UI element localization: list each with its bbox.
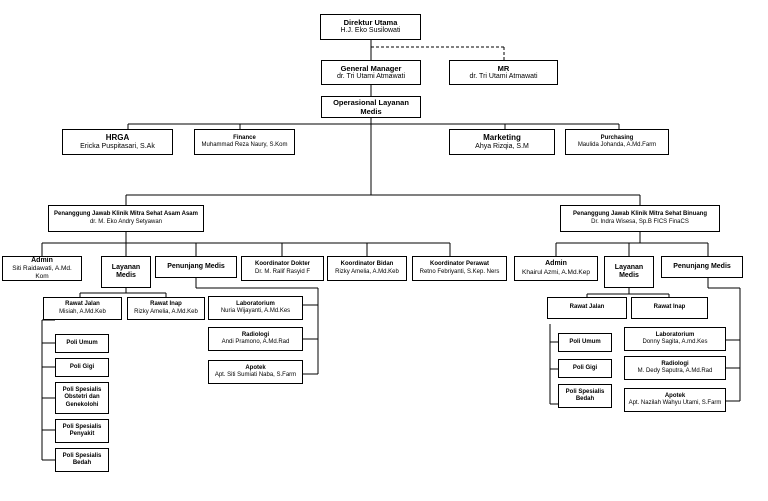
right-apotek-title: Apotek — [664, 392, 686, 399]
finance-name: Muhammad Reza Naury, S.Kom — [201, 142, 288, 148]
hrga-box: HRGA Ericka Puspitasari, S.Ak — [62, 129, 173, 155]
gm-title: General Manager — [340, 63, 402, 73]
koor-dokter-name: Dr. M. Ralif Rasyid F — [254, 268, 310, 275]
right-layanan-medis-box: Layanan Medis — [604, 256, 654, 288]
purchasing-title: Purchasing — [600, 134, 634, 141]
right-admin-box: Admin Khairul Azmi, A.Md.Kep — [514, 256, 598, 281]
operasional-box: Operasional Layanan Medis — [321, 96, 421, 118]
right-poli-bedah: Poli Spesialis Bedah — [565, 388, 605, 402]
right-poli-bedah-box: Poli Spesialis Bedah — [558, 384, 612, 408]
right-apotek-box: Apotek Apt. Nazilah Wahyu Utami, S.Farm — [624, 388, 726, 412]
purchasing-name: Maulida Johanda, A.Md.Farm — [577, 142, 657, 148]
left-radiologi-box: Radiologi Andi Pramono, A.Md.Rad — [208, 327, 303, 351]
koordinator-perawat-box: Koordinator Perawat Retno Febriyanti, S.… — [412, 256, 507, 281]
finance-title: Finance — [233, 134, 256, 141]
mr-title: MR — [497, 63, 510, 73]
right-radiologi-name: M. Dedy Saputra, A.Md.Rad — [637, 368, 713, 374]
left-admin-title: Admin — [31, 256, 53, 264]
operasional-title: Operasional Layanan Medis — [333, 98, 409, 116]
general-manager-box: General Manager dr. Tri Utami Atmawati — [321, 60, 421, 85]
right-apotek-name: Apt. Nazilah Wahyu Utami, S.Farm — [628, 400, 722, 406]
left-apotek-name: Apt. Siti Sumiati Naba, S.Farm — [214, 372, 297, 378]
right-rawat-jalan-title: Rawat Jalan — [569, 304, 605, 311]
right-poli-gigi-box: Poli Gigi — [558, 359, 612, 378]
left-poli-obsgyn: Poli Spesialis Obstetri dan Genekolohi — [62, 387, 102, 408]
right-lab-title: Laboratorium — [655, 331, 695, 338]
left-penunjang-title: Penunjang Medis — [167, 262, 225, 270]
left-poli-bedah-box: Poli Spesialis Bedah — [55, 448, 109, 472]
right-layanan-title: Layanan Medis — [614, 263, 644, 279]
pj-asam-title: Penanggung Jawab Klinik Mitra Sehat Asam… — [54, 211, 198, 218]
koor-bidan-title: Koordinator Bidan — [340, 261, 394, 268]
left-poli-gigi-box: Poli Gigi — [55, 358, 109, 377]
marketing-name: Ahya Rizqia, S.M — [475, 142, 529, 150]
right-lab-name: Donny Sagita, A.md.Kes — [642, 339, 708, 345]
left-poli-penyakit: Poli Spesialis Penyakit — [62, 423, 102, 437]
gm-name: dr. Tri Utami Atmawati — [336, 72, 406, 80]
koor-perawat-name: Retno Febriyanti, S.Kep. Ners — [419, 268, 500, 275]
left-penunjang-medis-box: Penunjang Medis — [155, 256, 237, 278]
right-poli-gigi: Poli Gigi — [572, 364, 598, 371]
left-lab-title: Laboratorium — [236, 300, 275, 307]
left-poli-umum-box: Poli Umum — [55, 334, 109, 353]
left-poli-penyakit-box: Poli Spesialis Penyakit — [55, 419, 109, 443]
pj-binuang-title: Penanggung Jawab Klinik Mitra Sehat Binu… — [572, 211, 707, 218]
left-poli-obsgyn-box: Poli Spesialis Obstetri dan Genekolohi — [55, 382, 109, 414]
koordinator-bidan-box: Koordinator Bidan Rizky Amelia, A.Md.Keb — [327, 256, 407, 281]
right-rawat-jalan-box: Rawat Jalan — [547, 297, 627, 319]
right-laboratorium-box: Laboratorium Donny Sagita, A.md.Kes — [624, 327, 726, 351]
purchasing-box: Purchasing Maulida Johanda, A.Md.Farm — [565, 129, 669, 155]
left-poli-bedah: Poli Spesialis Bedah — [62, 452, 102, 466]
left-laboratorium-box: Laboratorium Nuria Wijayanti, A.Md.Kes — [208, 296, 303, 320]
left-rawat-inap-title: Rawat Inap — [150, 301, 182, 308]
right-poli-umum: Poli Umum — [569, 338, 601, 345]
right-penunjang-title: Penunjang Medis — [673, 262, 731, 270]
left-layanan-title: Layanan Medis — [111, 263, 141, 279]
left-layanan-medis-box: Layanan Medis — [101, 256, 151, 288]
direktur-utama-box: Direktur Utama H.J. Eko Susilowati — [320, 14, 421, 40]
right-poli-umum-box: Poli Umum — [558, 333, 612, 352]
right-admin-name: Khairul Azmi, A.Md.Kep — [522, 268, 590, 276]
right-rawat-inap-title: Rawat Inap — [653, 304, 686, 311]
right-radiologi-title: Radiologi — [661, 360, 689, 367]
koordinator-dokter-box: Koordinator Dokter Dr. M. Ralif Rasyid F — [241, 256, 324, 281]
pj-asam-name: dr. M. Eko Andry Setyawan — [89, 218, 163, 225]
left-poli-umum: Poli Umum — [66, 339, 98, 346]
koor-bidan-name: Rizky Amelia, A.Md.Keb — [335, 268, 399, 275]
pj-binuang-name: Dr. Indra Wisesa, Sp.B FICS FinaCS — [591, 218, 689, 225]
koor-perawat-title: Koordinator Perawat — [429, 261, 489, 268]
left-rawat-jalan-box: Rawat Jalan Misiah, A.Md.Keb — [43, 297, 122, 320]
left-apotek-title: Apotek — [245, 364, 266, 371]
left-radiologi-name: Andi Pramono, A.Md.Rad — [221, 339, 290, 345]
left-poli-gigi: Poli Gigi — [69, 363, 95, 370]
left-lab-name: Nuria Wijayanti, A.Md.Kes — [220, 308, 291, 314]
right-penunjang-medis-box: Penunjang Medis — [661, 256, 743, 278]
direktur-title: Direktur Utama — [343, 18, 398, 28]
left-rawat-inap-box: Rawat Inap Rizky Amelia, A.Md.Keb — [127, 297, 205, 320]
marketing-title: Marketing — [483, 133, 521, 142]
marketing-box: Marketing Ahya Rizqia, S.M — [449, 129, 555, 155]
mr-box: MR dr. Tri Utami Atmawati — [449, 60, 558, 85]
pj-binuang-box: Penanggung Jawab Klinik Mitra Sehat Binu… — [560, 205, 720, 232]
left-apotek-box: Apotek Apt. Siti Sumiati Naba, S.Farm — [208, 360, 303, 384]
finance-box: Finance Muhammad Reza Naury, S.Kom — [194, 129, 295, 155]
left-admin-box: Admin Siti Raidawati, A.Md. Kom — [2, 256, 82, 281]
hrga-name: Ericka Puspitasari, S.Ak — [80, 142, 155, 150]
left-rawat-jalan-name: Misiah, A.Md.Keb — [59, 308, 106, 315]
left-rawat-inap-name: Rizky Amelia, A.Md.Keb — [134, 308, 198, 315]
direktur-name: H.J. Eko Susilowati — [340, 27, 401, 35]
right-radiologi-box: Radiologi M. Dedy Saputra, A.Md.Rad — [624, 356, 726, 380]
right-rawat-inap-box: Rawat Inap — [631, 297, 708, 319]
koor-dokter-title: Koordinator Dokter — [254, 261, 310, 268]
pj-asam-box: Penanggung Jawab Klinik Mitra Sehat Asam… — [48, 205, 204, 232]
hrga-title: HRGA — [105, 133, 130, 142]
left-radiologi-title: Radiologi — [241, 331, 270, 338]
right-admin-title: Admin — [545, 260, 567, 268]
left-admin-name: Siti Raidawati, A.Md. Kom — [12, 264, 72, 280]
mr-name: dr. Tri Utami Atmawati — [469, 72, 538, 80]
left-rawat-jalan-title: Rawat Jalan — [65, 301, 100, 308]
